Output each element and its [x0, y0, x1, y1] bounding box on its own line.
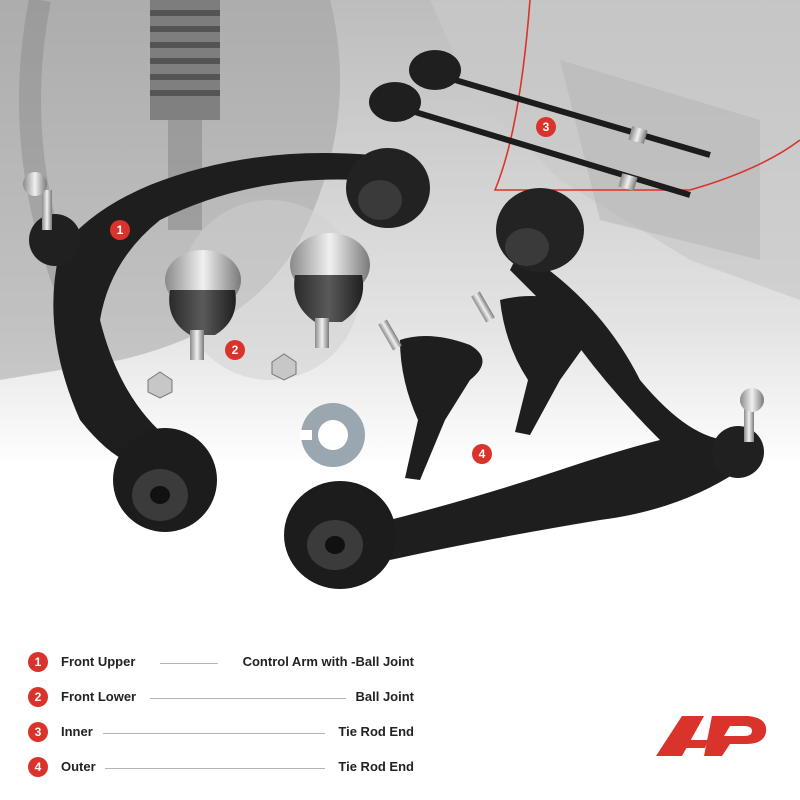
- callout-3: 3: [536, 117, 556, 137]
- upper-control-arm-right: [284, 188, 764, 589]
- leader-line: [150, 698, 346, 699]
- lock-washer: [300, 403, 365, 467]
- legend-item: 4 Outer Tie Rod End: [28, 755, 418, 790]
- legend-number-badge: 3: [28, 722, 48, 742]
- legend-description: Tie Rod End: [338, 759, 414, 774]
- legend-number-badge: 4: [28, 757, 48, 777]
- outer-tie-rods: [378, 291, 591, 480]
- leader-line: [160, 663, 218, 664]
- legend-part-label: Inner: [61, 724, 93, 739]
- callout-2: 2: [225, 340, 245, 360]
- legend-item: 1 Front Upper Control Arm with -Ball Joi…: [28, 650, 418, 685]
- legend-description: Ball Joint: [355, 689, 414, 704]
- brand-logo-icon: [656, 716, 767, 756]
- legend-description: Tie Rod End: [338, 724, 414, 739]
- legend-part-label: Front Lower: [61, 689, 137, 704]
- legend-item: 3 Inner Tie Rod End: [28, 720, 418, 755]
- leader-line: [105, 768, 325, 769]
- upper-control-arm-left: [23, 148, 430, 532]
- legend-description: Control Arm with -Ball Joint: [242, 654, 414, 669]
- callout-4: 4: [472, 444, 492, 464]
- callout-1: 1: [110, 220, 130, 240]
- inner-tie-rods: [369, 50, 711, 198]
- parts-legend: 1 Front Upper Control Arm with -Ball Joi…: [28, 650, 418, 790]
- leader-line: [103, 733, 325, 734]
- legend-part-label: Front Upper: [61, 654, 136, 669]
- legend-part-label: Outer: [61, 759, 96, 774]
- legend-item: 2 Front Lower Ball Joint: [28, 685, 418, 720]
- lower-ball-joints: [147, 233, 370, 399]
- legend-number-badge: 1: [28, 652, 48, 672]
- legend-number-badge: 2: [28, 687, 48, 707]
